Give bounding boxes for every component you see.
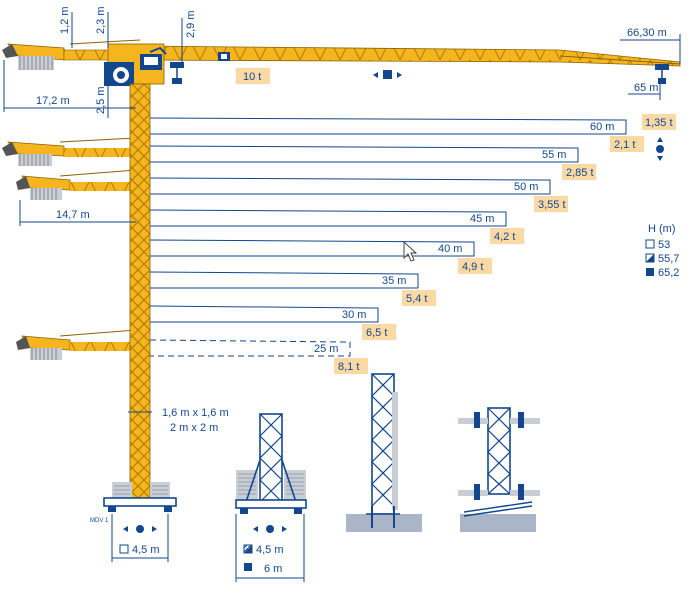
radius-line-1 [149, 145, 579, 163]
load-label-2: 3,55 t [538, 199, 566, 211]
height-legend-item-3: 65,2 [658, 267, 679, 279]
load-badge-7 [334, 358, 368, 374]
radius-label-6: 30 m [342, 309, 366, 321]
radius-label-4: 40 m [438, 243, 462, 255]
load-label-4: 4,9 t [462, 261, 483, 273]
legend-filled-square-icon [646, 268, 654, 276]
radius-label-7: 25 m [314, 343, 338, 355]
jib-cab-window [221, 54, 227, 59]
trolley-height-label: 2,9 m [185, 10, 197, 38]
mast-base [103, 482, 177, 512]
base-variant-3 [346, 373, 422, 532]
counter-jib-top-dim: 17,2 m [36, 95, 70, 107]
radius-line-3 [149, 209, 507, 227]
radius-line-2 [149, 177, 551, 195]
trolley-main [170, 62, 184, 84]
base-tag: MDV 1 [90, 518, 109, 524]
load-badge-0 [610, 136, 644, 152]
head-dim-1: 1,2 m [59, 6, 71, 34]
counter-jib-mid-1 [2, 137, 137, 166]
load-label-5: 5,4 t [406, 293, 427, 305]
head-dim-2: 2,3 m [95, 6, 107, 34]
height-legend-item-1: 53 [658, 239, 670, 251]
trolley-tip [655, 64, 669, 84]
tip-direction-marker [656, 137, 664, 161]
radius-lines: 60 m2,1 t 55 m2,85 t 50 m3,55 t 45 m4,2 t 40… [149, 117, 644, 374]
tower-mast [129, 83, 151, 499]
radius-label-5: 35 m [382, 275, 406, 287]
radius-line-6 [149, 305, 379, 323]
load-label-1: 2,85 t [566, 167, 594, 179]
dimension-lines [3, 12, 681, 582]
load-label-0: 2,1 t [614, 139, 635, 151]
counter-jib-low [16, 329, 137, 360]
tip-load-badge: 1,35 t [642, 114, 676, 130]
mast-section-1: 1,6 m x 1,6 m [162, 407, 229, 419]
slewing-head [104, 43, 167, 86]
jib-length-label: 66,30 m [627, 27, 667, 39]
max-load-badge: 10 t [236, 68, 270, 84]
radius-line-5 [149, 271, 419, 289]
radius-label-3: 45 m [470, 213, 494, 225]
mast-top-dim: 2,5 m [95, 86, 107, 114]
height-legend-item-2: 55,7 [658, 253, 679, 265]
tip-radius-label: 65 m [634, 82, 658, 94]
base-2a-text: 4,5 m [256, 544, 284, 556]
load-badge-6 [362, 324, 396, 340]
base-1-direction-marker [123, 525, 157, 533]
ballast-hangers-top [18, 56, 54, 70]
counter-jib-mid-2 [16, 169, 137, 200]
main-jib [135, 45, 681, 67]
radius-line-4 [149, 239, 475, 257]
dimension-texts: 66,30 m 1,2 m 2,3 m 2,9 m 2,5 m 17,2 m 1… [36, 6, 667, 524]
radius-line-0 [149, 117, 627, 135]
load-badge-1 [562, 164, 596, 180]
base-2b-text: 6 m [264, 563, 282, 575]
load-label-6: 6,5 t [366, 327, 387, 339]
max-load-text: 10 t [243, 71, 261, 83]
radius-label-2: 50 m [514, 181, 538, 193]
trolley-direction-marker [373, 70, 402, 79]
load-label-3: 4,2 t [494, 231, 515, 243]
radius-label-1: 55 m [542, 149, 566, 161]
radius-label-0: 60 m [590, 121, 614, 133]
load-badge-2 [534, 196, 568, 212]
mast-section-2: 2 m x 2 m [170, 422, 218, 434]
load-badge-4 [458, 258, 492, 274]
legend-open-square-icon [645, 239, 655, 249]
height-legend-title: H (m) [648, 223, 676, 235]
base-variant-2 [235, 413, 307, 514]
counter-jib-mid-dim: 14,7 m [56, 209, 90, 221]
base-2b-label: 6 m [244, 563, 282, 575]
base-2a-label: 4,5 m [243, 544, 284, 556]
load-badge-3 [490, 228, 524, 244]
load-badge-5 [402, 290, 436, 306]
base-1-label: 4,5 m [119, 544, 160, 556]
height-legend: H (m) 53 55,7 65,2 [645, 223, 679, 279]
base-1-text: 4,5 m [132, 544, 160, 556]
mouse-cursor-icon [403, 240, 418, 262]
load-label-7: 8,1 t [338, 361, 359, 373]
base-2-direction-marker [253, 525, 287, 533]
radius-line-7 [149, 339, 351, 357]
tip-load-text: 1,35 t [645, 117, 673, 129]
base-variant-4 [458, 407, 540, 532]
